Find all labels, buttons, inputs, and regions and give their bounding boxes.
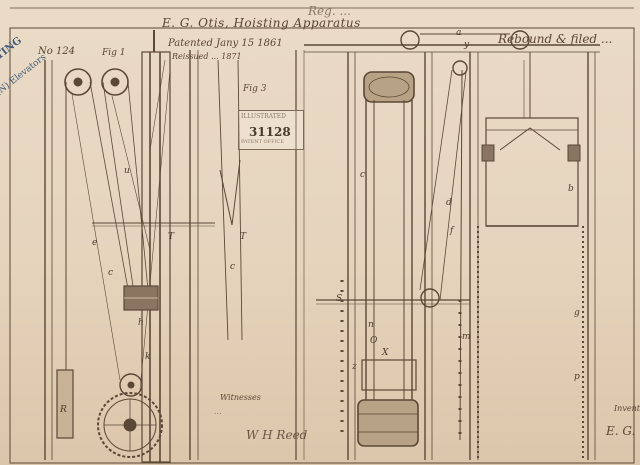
- label-y: y: [464, 40, 470, 50]
- figure-3-label: Fig 3: [243, 84, 267, 94]
- label-u: u: [124, 166, 130, 176]
- lower-pulley: [119, 373, 143, 397]
- label-g: g: [574, 308, 580, 318]
- label-o: O: [370, 336, 378, 346]
- label-e: e: [92, 238, 98, 248]
- label-z: z: [352, 362, 357, 372]
- fig3-rod-right: [237, 59, 243, 341]
- inventor-label: Inventor: [614, 404, 640, 413]
- elevator-cage: [485, 117, 579, 227]
- label-m: m: [462, 332, 471, 342]
- upper-drum: [363, 71, 415, 103]
- label-b: b: [568, 184, 574, 194]
- patent-office-stamp: ILLUSTRATED 31128 PATENT OFFICE: [238, 110, 304, 150]
- patent-title: E. G. Otis, Hoisting Apparatus: [162, 16, 361, 30]
- witnesses-label: Witnesses: [220, 393, 261, 402]
- classification-number: No 124: [38, 46, 76, 57]
- top-pulley-left: [400, 30, 420, 50]
- label-d: d: [446, 198, 452, 208]
- inventor-signature: E. G.: [606, 424, 636, 438]
- label-c-right: c: [360, 170, 366, 180]
- label-s: S: [336, 294, 343, 304]
- witness-signature-2: W H Reed: [246, 428, 308, 442]
- label-t: T: [168, 232, 175, 242]
- fig3-rod-left: [217, 59, 229, 341]
- label-h: h: [138, 318, 144, 328]
- label-r: R: [60, 405, 67, 415]
- label-n: n: [368, 320, 374, 330]
- side-pulley: [420, 288, 440, 308]
- label-k: k: [145, 352, 151, 362]
- witness-signature-1: ...: [214, 407, 222, 416]
- gear-wheel: [97, 392, 163, 458]
- lower-drum: [357, 399, 419, 447]
- label-x: X: [382, 348, 389, 358]
- stamp-line-3: PATENT OFFICE: [241, 139, 285, 145]
- patent-number: 31128: [249, 125, 291, 139]
- stamp-line-1: ILLUSTRATED: [241, 113, 286, 120]
- top-pulley-right: [510, 30, 530, 50]
- label-c: c: [108, 268, 114, 278]
- pulley-left: [64, 68, 92, 96]
- figure-1-label: Fig 1: [102, 48, 126, 58]
- patent-date: Patented Jany 15 1861: [168, 38, 283, 49]
- label-a: a: [456, 28, 462, 38]
- guide-column: [141, 51, 171, 463]
- reissue-date: Reissued ... 1871: [172, 52, 242, 61]
- label-c-fig3: c: [230, 262, 236, 272]
- registry-note: Reg. ...: [308, 4, 351, 18]
- label-p: p: [574, 372, 580, 382]
- sheet-border: [9, 27, 635, 464]
- counterweight: [56, 369, 74, 439]
- label-t-fig3: T: [240, 232, 247, 242]
- filing-note: Rebound & filed ...: [498, 32, 613, 46]
- label-f: f: [450, 226, 454, 236]
